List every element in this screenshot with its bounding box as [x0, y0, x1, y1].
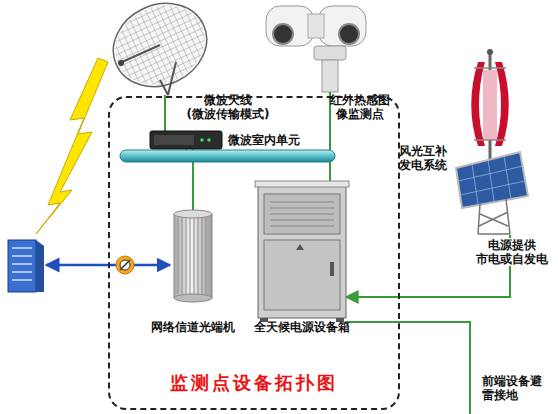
turbine-struts: [474, 68, 506, 140]
indoor-unit-face: [154, 135, 194, 145]
turbine-core: [483, 70, 497, 140]
ground-wire: [346, 322, 470, 414]
cabinet-lid: [255, 181, 349, 187]
device-label: 网络信道光端机: [138, 320, 248, 334]
camera-bridge: [308, 14, 324, 38]
device-label: 微波室内单元: [228, 133, 300, 147]
cabinet-handle: [330, 262, 334, 276]
cabinet-vents: [270, 202, 334, 226]
antenna-feed-tip: [118, 60, 124, 66]
solar-grid: [458, 156, 525, 204]
turbine-blade: [471, 62, 485, 146]
cabinet-door: [264, 240, 340, 310]
antenna-dish: [100, 0, 221, 102]
cabinet-panel: [264, 194, 340, 234]
device-label: 红外热感图像监测点: [329, 93, 391, 121]
device-label: 全天候电源设备箱: [247, 320, 357, 334]
note-label: 前端设备避雷接地: [482, 374, 544, 402]
link-symbol-slash: [120, 260, 130, 270]
antenna-grid: [102, 0, 217, 99]
antenna-feed: [122, 45, 160, 62]
microwave-antenna: 微波天线 (微波传输模式): [112, 2, 212, 95]
camera-housing: [318, 6, 366, 46]
cabinet-logo: [296, 244, 304, 250]
lightning-bolt: [36, 58, 108, 234]
topology-frame: 监测点设备拓扑图微波室内单元网络信道光端机全天候电源设备箱: [108, 96, 400, 410]
turbine-cap: [487, 49, 493, 55]
indoor-unit: 微波室内单元: [150, 131, 222, 149]
optical-top: [174, 210, 212, 218]
building-side: [36, 240, 44, 292]
camera-pole: [322, 60, 338, 92]
diagram-title: 监测点设备拓扑图: [110, 372, 398, 394]
indoor-unit-led: [207, 138, 211, 142]
thermal-camera: 红外热感图像监测点: [262, 0, 372, 92]
edge-label: 电源提供 市电或自发电: [472, 238, 552, 266]
building-symbol: [8, 240, 36, 292]
optical-base: [174, 294, 212, 302]
turbine-blade: [495, 62, 509, 146]
building-windows: [12, 248, 32, 280]
power-cabinet: [258, 185, 346, 318]
optical-ribs: [178, 218, 206, 294]
device-label: 风光互补发电系统: [398, 144, 448, 172]
antenna-mount: [160, 62, 176, 95]
camera-lens: [339, 24, 359, 44]
optical-terminal: 网络信道光端机: [174, 212, 212, 302]
pan-tilt: [314, 46, 346, 60]
device-label: 微波天线 (微波传输模式): [183, 93, 273, 121]
indoor-unit: [150, 131, 222, 149]
wind-solar-system: 风光互补发电系统: [452, 50, 530, 235]
optical-terminal: [174, 214, 212, 298]
panel-stand: [478, 199, 510, 234]
solar-panel: [456, 152, 528, 208]
camera-lens: [273, 24, 293, 44]
link-symbol-inner: [120, 260, 130, 270]
link-symbol: [116, 256, 134, 274]
power-cabinet: 全天候电源设备箱: [258, 185, 346, 318]
connector-line: [164, 95, 166, 131]
camera-housing: [266, 6, 314, 46]
bus-pipe: [120, 150, 335, 162]
indoor-unit-led: [200, 138, 204, 142]
